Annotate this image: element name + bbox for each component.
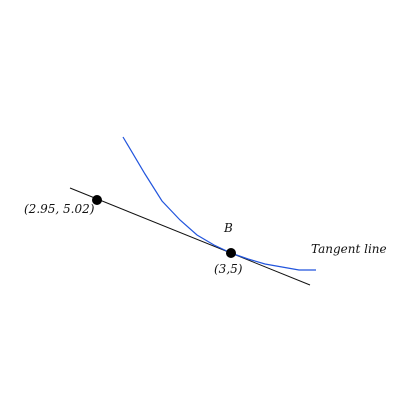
point-secant-label: (2.95, 5.02) [24, 202, 95, 216]
point-b-coord-label: (3,5) [214, 262, 243, 276]
point-b-name-label: B [224, 221, 233, 235]
tangent-line-label: Tangent line [311, 242, 387, 256]
point-b [226, 248, 236, 258]
curve [122, 136, 316, 271]
point-secant [92, 195, 102, 205]
tangent-line [69, 187, 311, 286]
